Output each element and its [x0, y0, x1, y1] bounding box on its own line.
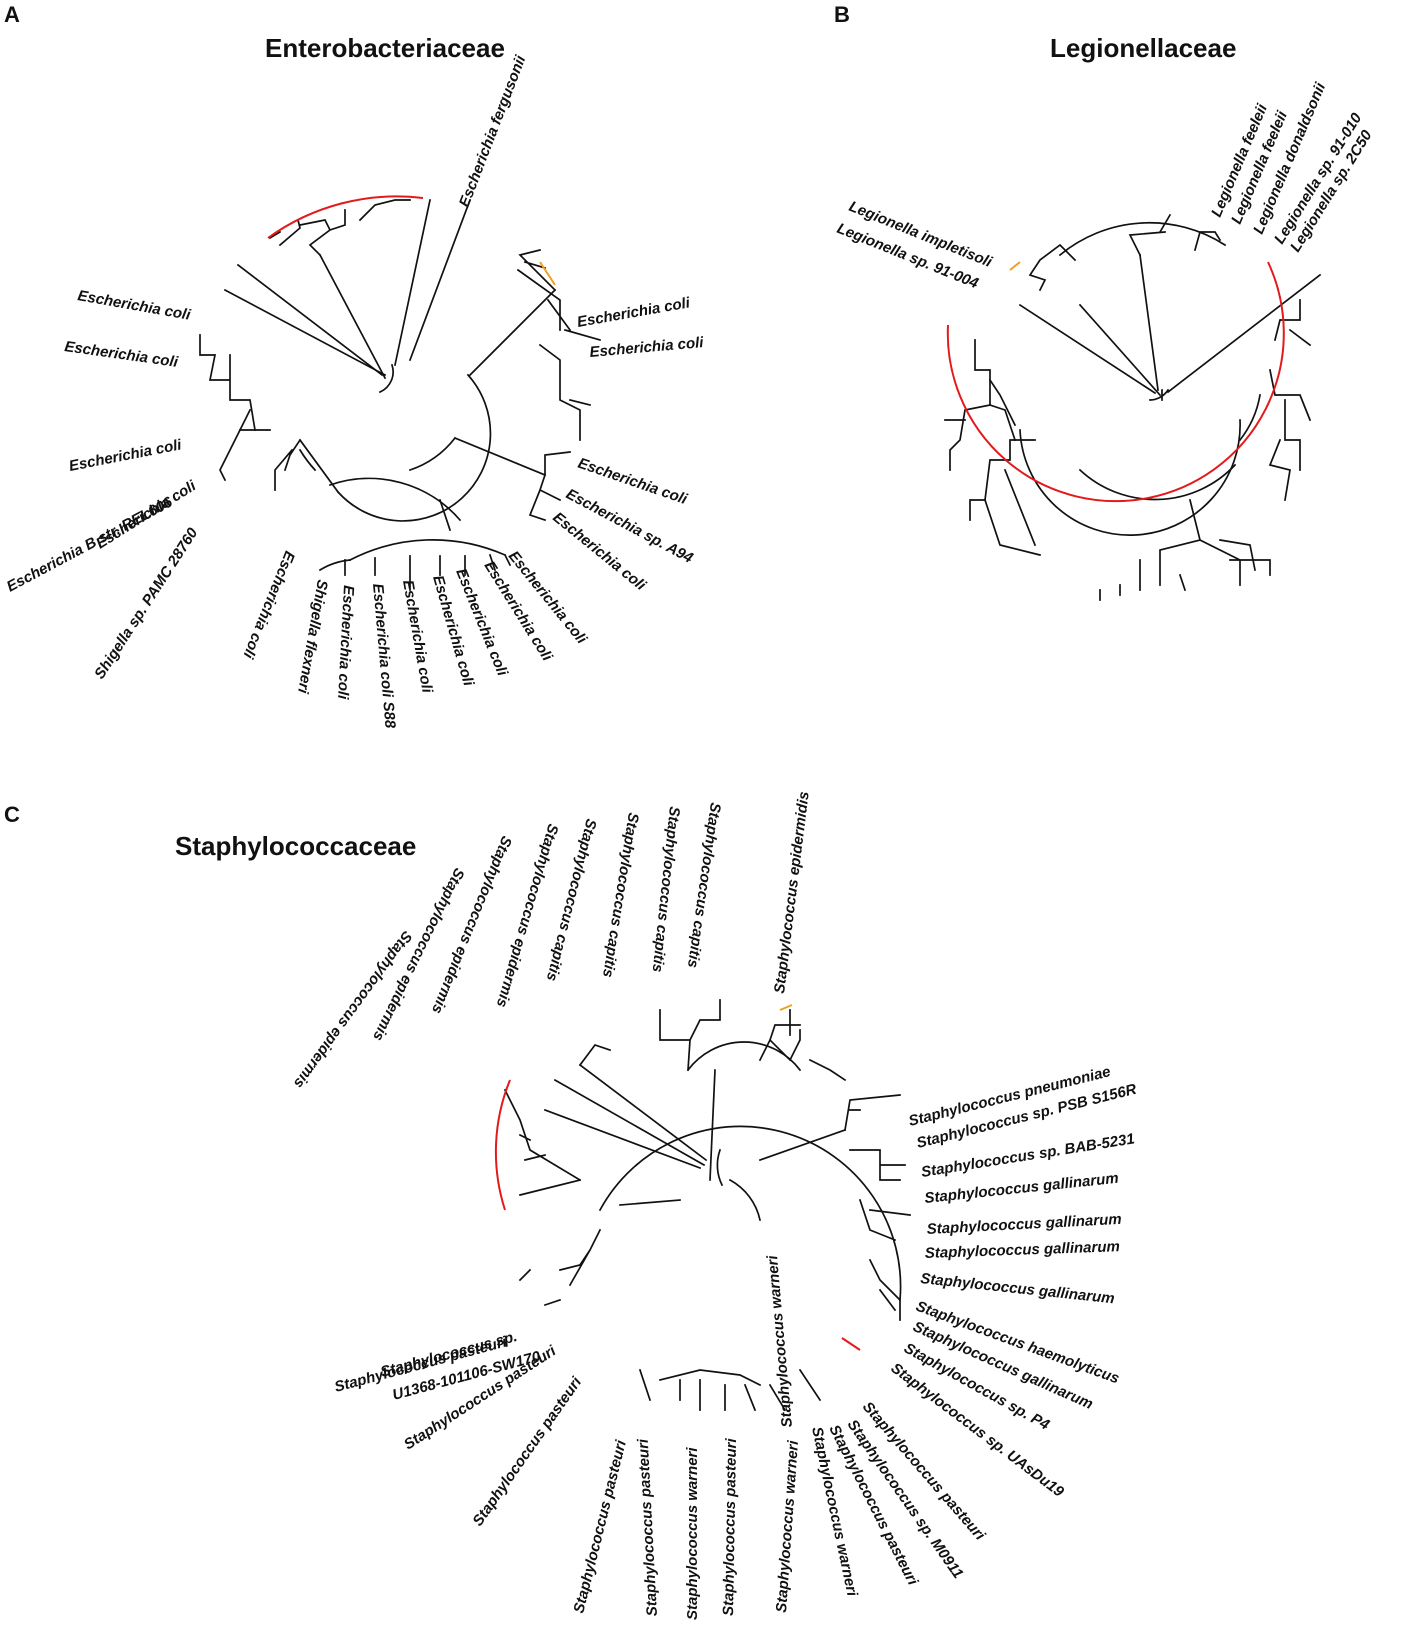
highlight-orange-a	[539, 261, 556, 286]
leaf-label: Staphylococcus capitis	[649, 806, 683, 974]
leaf-label: Staphylococcus warneri	[764, 1254, 796, 1428]
leaf-label: Escherichia coli	[63, 338, 179, 371]
leaf-labels-c: Staphylococcus epidermidis Staphylococcu…	[290, 791, 1138, 1620]
highlight-arcs-b	[946, 261, 1285, 503]
panel-letter-b: B	[834, 2, 850, 27]
tree-branches-c	[503, 999, 911, 1412]
leaf-labels-a: Escherichia fergusonii Escherichia coli …	[4, 52, 705, 729]
leaf-label: Staphylococcus pasteuri	[570, 1438, 630, 1615]
leaf-label: Escherichia coli	[334, 585, 357, 701]
leaf-label: Staphylococcus capitis	[599, 811, 642, 978]
panel-letter-a: A	[4, 2, 20, 27]
leaf-label: Escherichia coli	[399, 579, 436, 695]
highlight-red-b	[946, 261, 1285, 503]
leaf-label: Staphylococcus warneri	[684, 1447, 701, 1620]
panel-title-c: Staphylococcaceae	[175, 831, 416, 861]
panel-c: C Staphylococcaceae	[4, 791, 1138, 1620]
leaf-label: Staphylococcus warneri	[773, 1439, 802, 1613]
leaf-label: Staphylococcus epidermidis	[771, 791, 813, 995]
leaf-label: Escherichia fergusonii	[456, 52, 530, 209]
panel-b: B Legionellaceae	[834, 2, 1376, 601]
leaf-label: Staphylococcus pasteuri	[720, 1437, 740, 1616]
leaf-label: Staphylococcus gallinarum	[920, 1270, 1116, 1307]
tree-branches-a	[199, 198, 602, 591]
highlight-arcs-c	[494, 1004, 861, 1351]
panel-title-a: Enterobacteriaceae	[265, 33, 505, 63]
leaf-label: Shigella flexneri	[294, 578, 331, 695]
leaf-label: Staphylococcus gallinarum	[926, 1211, 1122, 1238]
highlight-red-c-right	[841, 1337, 861, 1351]
leaf-label: Staphylococcus pasteuri	[635, 1438, 661, 1617]
leaf-label: Staphylococcus capitis	[684, 801, 724, 968]
tree-branches-b	[944, 213, 1322, 601]
leaf-label: Escherichia coli S88	[369, 583, 399, 730]
leaf-label: Escherichia B str. REL606	[4, 493, 176, 595]
leaf-label: Escherichia coli	[239, 549, 298, 662]
leaf-label: Escherichia coli	[576, 294, 692, 331]
leaf-labels-b: Legionella feeleii Legionella feeleii Le…	[835, 80, 1376, 293]
panel-letter-c: C	[4, 802, 20, 827]
panel-title-b: Legionellaceae	[1050, 33, 1236, 63]
highlight-red-c-left	[494, 1079, 511, 1211]
leaf-label: Escherichia coli	[68, 436, 184, 475]
leaf-label: Escherichia coli	[76, 287, 192, 324]
highlight-red-a	[267, 195, 424, 239]
highlight-orange-b	[1009, 261, 1021, 271]
highlight-arcs-a	[267, 195, 556, 286]
leaf-label: Escherichia coli	[589, 334, 705, 361]
leaf-label: Staphylococcus gallinarum	[925, 1238, 1121, 1262]
panel-a: A Enterobacteriaceae	[4, 2, 705, 730]
highlight-orange-c	[779, 1004, 793, 1011]
